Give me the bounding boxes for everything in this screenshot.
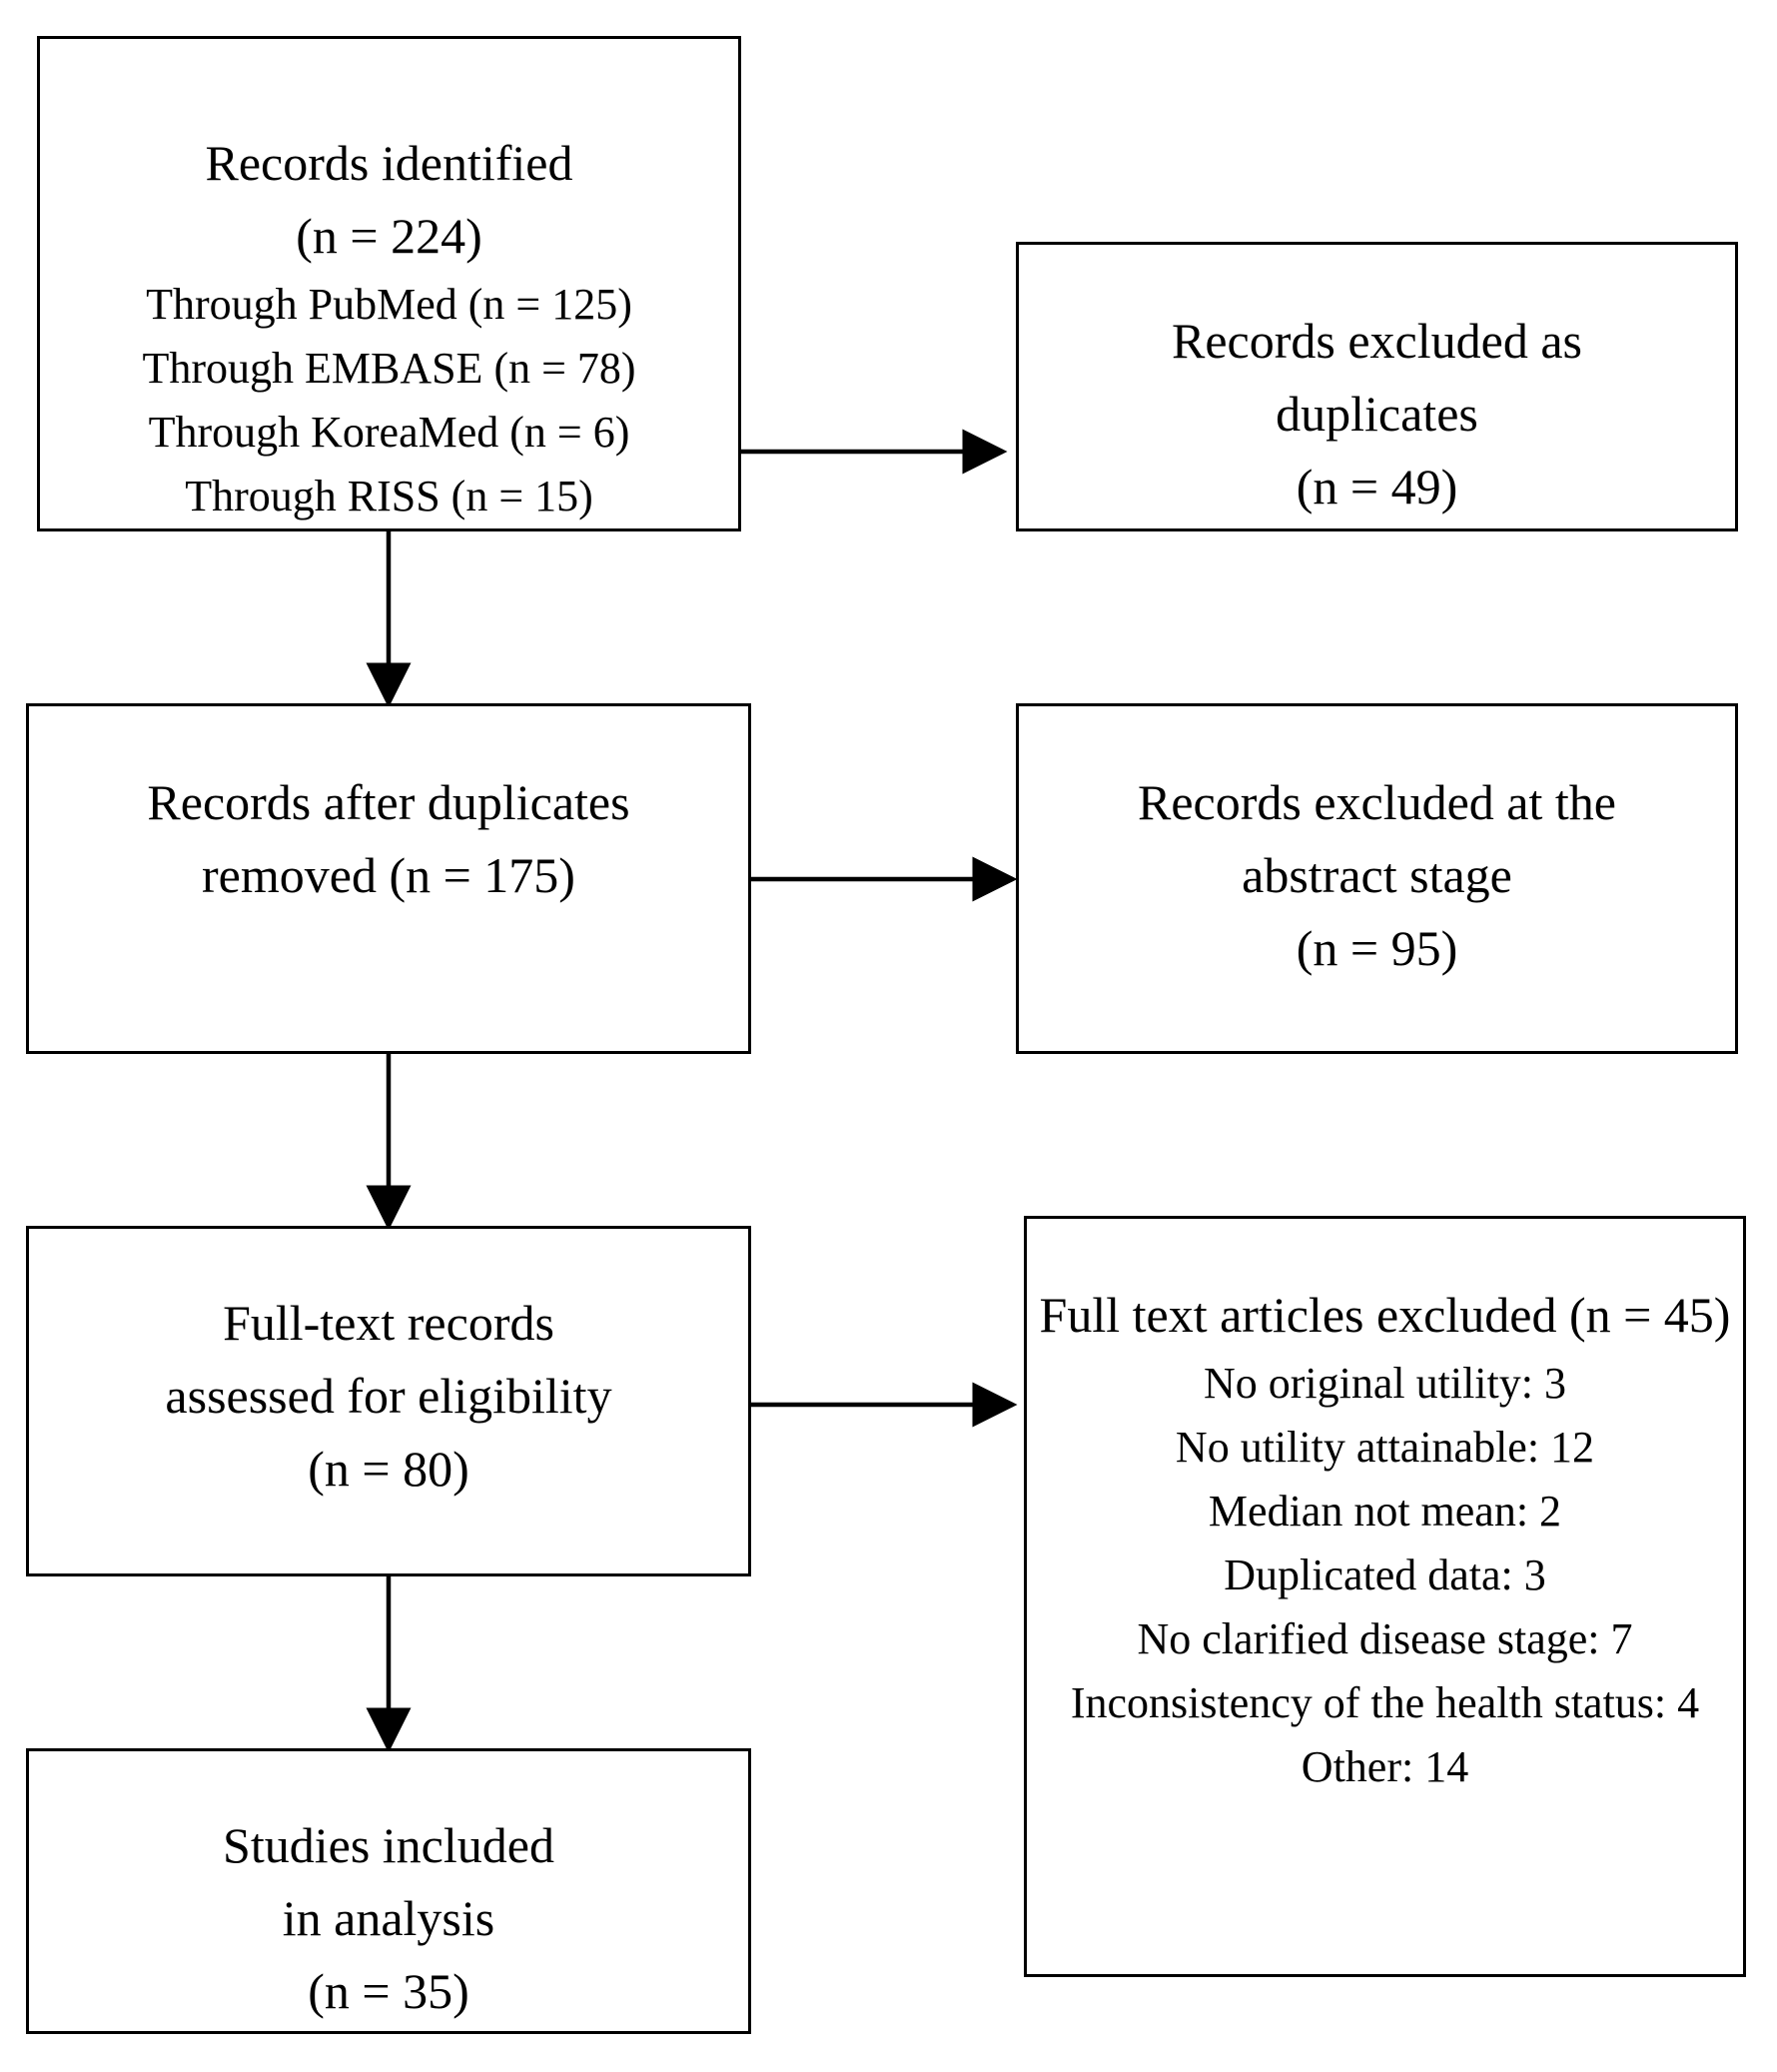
after-duplicates-line1: Records after duplicates	[147, 774, 630, 830]
records-identified-title: Records identified	[205, 135, 573, 191]
fulltext-excluded-title: Full text articles excluded (n = 45)	[1039, 1287, 1731, 1343]
reason-no-original-utility: No original utility: 3	[1204, 1359, 1566, 1408]
studies-included-line2: in analysis	[282, 1890, 495, 1946]
studies-included-count: (n = 35)	[308, 1963, 469, 2019]
source-riss: Through RISS (n = 15)	[185, 472, 593, 520]
duplicates-excluded-line2: duplicates	[1276, 386, 1478, 442]
abstract-excluded-count: (n = 95)	[1296, 920, 1458, 976]
duplicates-excluded-line1: Records excluded as	[1172, 313, 1582, 369]
source-pubmed: Through PubMed (n = 125)	[146, 280, 632, 329]
reason-duplicated-data: Duplicated data: 3	[1224, 1551, 1546, 1599]
records-identified-box: Records identified (n = 224) Through Pub…	[37, 36, 741, 531]
reason-inconsistency-health-status: Inconsistency of the health status: 4	[1070, 1678, 1700, 1727]
fulltext-assessed-line1: Full-text records	[223, 1295, 554, 1351]
fulltext-assessed-count: (n = 80)	[308, 1441, 469, 1497]
abstract-excluded-line1: Records excluded at the	[1138, 774, 1616, 830]
after-duplicates-line2: removed (n = 175)	[202, 847, 575, 903]
reason-no-utility-attainable: No utility attainable: 12	[1175, 1423, 1595, 1472]
records-identified-count: (n = 224)	[296, 208, 482, 264]
fulltext-assessed-box: Full-text records assessed for eligibili…	[26, 1226, 751, 1576]
abstract-excluded-line2: abstract stage	[1242, 847, 1512, 903]
duplicates-excluded-box: Records excluded as duplicates (n = 49)	[1016, 242, 1738, 531]
after-duplicates-box: Records after duplicates removed (n = 17…	[26, 703, 751, 1054]
duplicates-excluded-count: (n = 49)	[1296, 459, 1458, 515]
reason-median-not-mean: Median not mean: 2	[1208, 1487, 1562, 1536]
fulltext-excluded-box: Full text articles excluded (n = 45) No …	[1024, 1216, 1746, 1977]
reason-no-clarified-disease-stage: No clarified disease stage: 7	[1137, 1614, 1633, 1663]
studies-included-box: Studies included in analysis (n = 35)	[26, 1748, 751, 2034]
source-embase: Through EMBASE (n = 78)	[142, 344, 636, 393]
fulltext-assessed-line2: assessed for eligibility	[165, 1368, 612, 1424]
reason-other: Other: 14	[1301, 1742, 1469, 1791]
abstract-excluded-box: Records excluded at the abstract stage (…	[1016, 703, 1738, 1054]
studies-included-line1: Studies included	[223, 1817, 554, 1873]
source-koreamed: Through KoreaMed (n = 6)	[148, 408, 630, 457]
